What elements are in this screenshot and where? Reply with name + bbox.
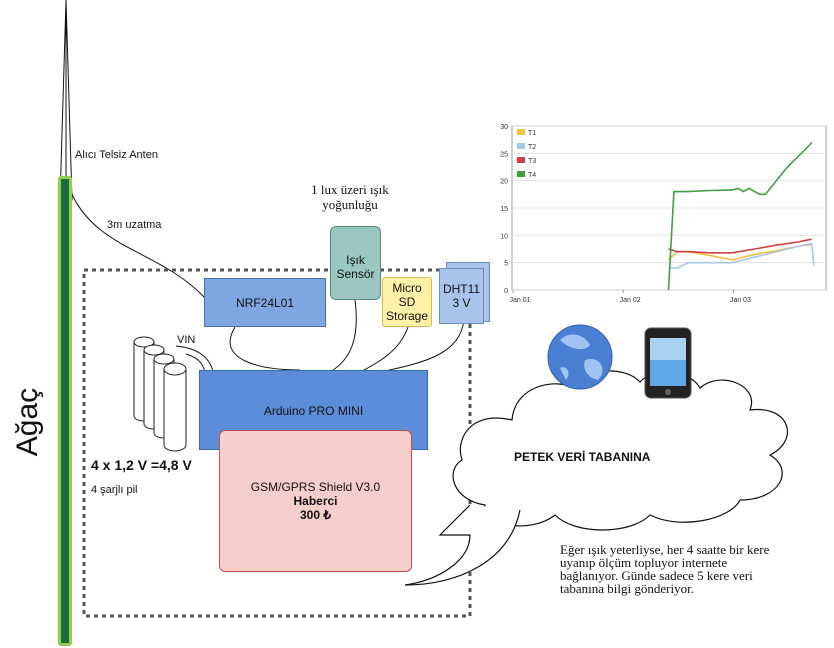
light-sensor-line1: Işık bbox=[346, 253, 365, 267]
chart-y-tick-label: 15 bbox=[500, 206, 508, 213]
gsm-line1: GSM/GPRS Shield V3.0 bbox=[250, 480, 381, 494]
cloud-label: PETEK VERİ TABANINA bbox=[514, 450, 651, 464]
vin-label: VIN bbox=[177, 334, 196, 346]
light-sensor-module: Işık Sensör bbox=[330, 226, 381, 300]
chart-legend-label-t4: T4 bbox=[528, 172, 536, 179]
dht-line2: 3 V bbox=[452, 296, 471, 310]
chart-x-tick-label: Jan 01 bbox=[509, 297, 530, 304]
note-line4: tabanına bilgi gönderiyor. bbox=[560, 581, 694, 596]
chart-y-tick-label: 20 bbox=[500, 179, 508, 186]
extension-label: 3m uzatma bbox=[107, 219, 162, 231]
dht-line1: DHT11 bbox=[442, 282, 481, 296]
chart-series-line-t3 bbox=[668, 238, 812, 254]
wire-sd bbox=[359, 326, 409, 373]
nrf-label: NRF24L01 bbox=[235, 295, 295, 310]
chart-y-tick-label: 25 bbox=[500, 151, 508, 158]
sd-storage-module: Micro SD Storage bbox=[382, 277, 432, 327]
battery-voltage-label: 4 x 1,2 V =4,8 V bbox=[91, 457, 192, 473]
wire-nrf bbox=[229, 326, 301, 371]
arduino-label: Arduino PRO MINI bbox=[263, 404, 364, 418]
chart-y-tick-label: 30 bbox=[500, 124, 508, 131]
chart-legend-label-t3: T3 bbox=[528, 158, 536, 165]
antenna-label: Alıcı Telsiz Anten bbox=[75, 149, 158, 161]
chart-legend-label-t2: T2 bbox=[528, 144, 536, 151]
wire-dht bbox=[379, 319, 465, 373]
gsm-shield-module: GSM/GPRS Shield V3.0 Haberci 300 ₺ bbox=[219, 430, 412, 572]
wire-light-sensor bbox=[329, 299, 357, 373]
sd-line3: Storage bbox=[385, 309, 429, 323]
extension-cable bbox=[69, 189, 206, 299]
gsm-line2: Haberci bbox=[293, 494, 338, 508]
cloud-tail bbox=[404, 504, 521, 586]
chart-legend-swatch-t1 bbox=[517, 129, 525, 135]
sd-line1: Micro bbox=[392, 281, 422, 295]
chart-y-tick-label: 10 bbox=[500, 233, 508, 240]
chart-legend-label-t1: T1 bbox=[528, 130, 536, 137]
sd-line2: SD bbox=[398, 295, 416, 309]
schedule-note: Eğer ışık yeterliyse, her 4 saatte bir k… bbox=[560, 543, 830, 595]
chart-series-line-t2 bbox=[668, 242, 815, 269]
battery-desc-label: 4 şarjlı pil bbox=[91, 484, 138, 496]
tree-trunk bbox=[58, 176, 72, 646]
chart-y-tick-label: 0 bbox=[504, 288, 508, 295]
note-line3: bağlanıyor. Günde sadece 5 kere veri bbox=[560, 568, 753, 583]
smartphone-icon bbox=[644, 327, 692, 399]
globe-icon bbox=[547, 324, 613, 390]
light-note-line2: yoğunluğu bbox=[322, 197, 378, 212]
gsm-line3: 300 ₺ bbox=[300, 508, 331, 522]
note-line1: Eğer ışık yeterliyse, her 4 saatte bir k… bbox=[560, 542, 770, 557]
chart-series-line-t4 bbox=[667, 141, 813, 291]
dht-module: DHT11 3 V bbox=[439, 268, 484, 324]
chart-legend-swatch-t3 bbox=[517, 157, 525, 163]
light-note-line1: 1 lux üzeri ışık bbox=[311, 182, 389, 197]
chart-y-tick-label: 5 bbox=[504, 261, 508, 268]
light-sensor-line2: Sensör bbox=[336, 267, 375, 281]
chart-legend-swatch-t2 bbox=[517, 143, 525, 149]
enclosure-box bbox=[82, 268, 472, 618]
light-note: 1 lux üzeri ışık yoğunluğu bbox=[305, 182, 395, 212]
note-line2: uyanıp ölçüm topluyor internete bbox=[560, 555, 728, 570]
chart-legend-swatch-t4 bbox=[517, 171, 525, 177]
chart-x-tick-label: Jan 03 bbox=[730, 297, 751, 304]
cloud-shape bbox=[452, 370, 788, 531]
nrf-module: NRF24L01 bbox=[204, 278, 326, 327]
chart-x-tick-label: Jan 02 bbox=[620, 297, 641, 304]
battery-icon bbox=[133, 336, 187, 452]
